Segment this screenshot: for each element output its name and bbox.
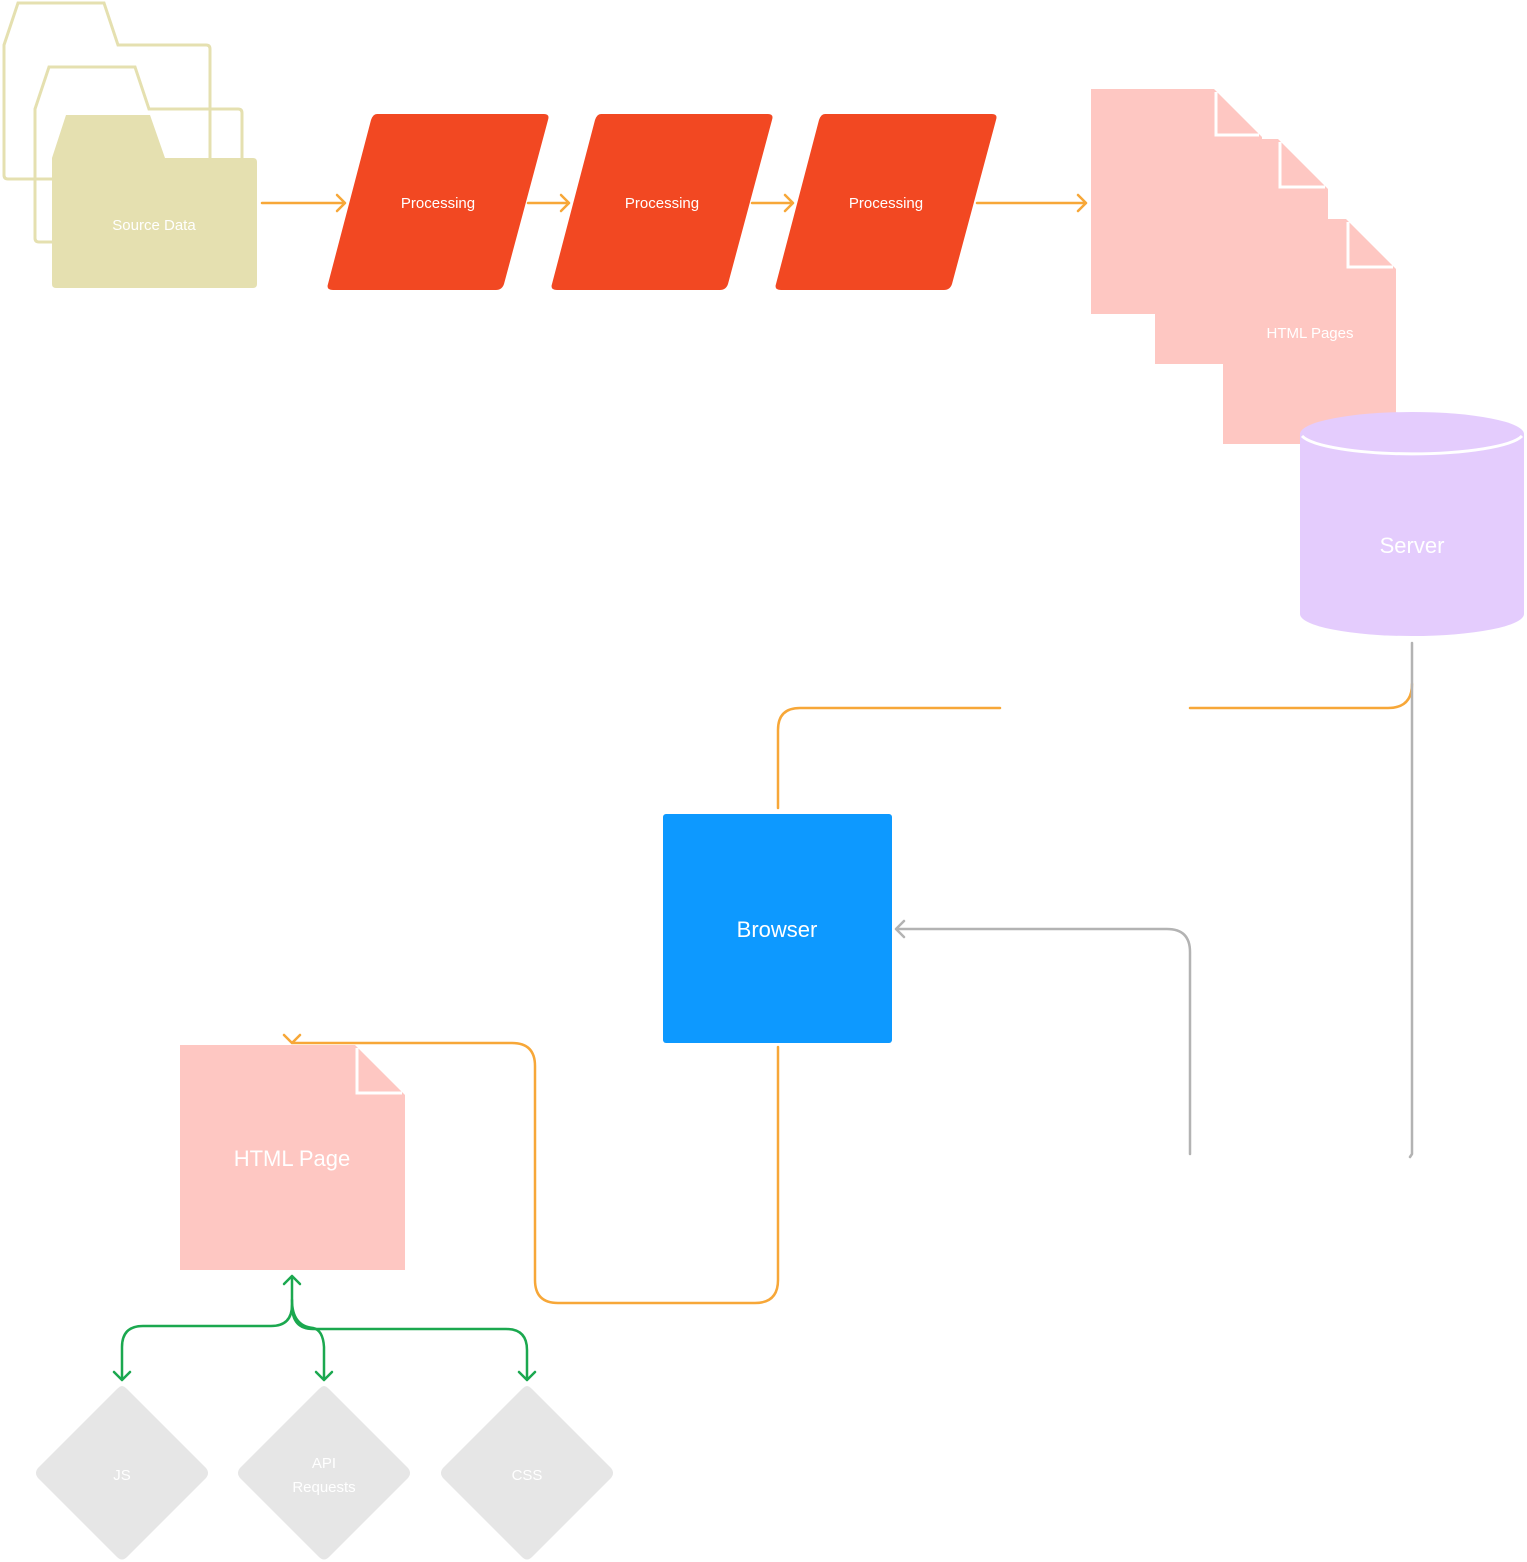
api-requests-label-line2: Requests <box>292 1479 355 1496</box>
connector-browser-to-html-page <box>282 1033 780 1305</box>
parallelogram-shape <box>551 114 773 290</box>
parallelogram-shape <box>327 114 549 290</box>
processing-label-1: Processing <box>401 195 475 212</box>
connector-html-page-to-css <box>290 1303 537 1382</box>
parallelogram-shape <box>775 114 997 290</box>
processing-label-2: Processing <box>625 195 699 212</box>
processing-node-1[interactable]: Processing <box>327 114 549 290</box>
connector-server-to-browser-left <box>776 706 1002 810</box>
connector-return-to-browser <box>894 919 1192 1156</box>
document-icon <box>180 1045 405 1270</box>
processing-node-2[interactable]: Processing <box>551 114 773 290</box>
css-node[interactable]: CSS <box>441 1386 613 1560</box>
connector-html-page-to-api <box>290 1298 334 1382</box>
connector-server-vertical <box>1408 641 1414 1159</box>
cylinder-top-rim <box>1300 434 1524 456</box>
processing-node-3[interactable]: Processing <box>775 114 997 290</box>
api-requests-label-line1: API <box>312 1455 336 1472</box>
document-stack-icon <box>1223 219 1396 444</box>
connector-processing-2-to-3 <box>750 193 795 213</box>
diamond-shape <box>441 1386 613 1560</box>
server-node[interactable]: Server <box>1300 412 1524 636</box>
html-pages-label: HTML Pages <box>1267 325 1354 342</box>
browser-node[interactable]: Browser <box>663 814 892 1043</box>
html-page-label: HTML Page <box>234 1146 351 1171</box>
connector-html-page-up-arrow <box>282 1274 302 1286</box>
browser-label: Browser <box>737 917 818 942</box>
html-pages-node[interactable]: HTML Pages <box>1091 89 1396 444</box>
folder-stack-icon <box>52 115 257 288</box>
html-page-node[interactable]: HTML Page <box>180 1045 405 1270</box>
document-middle-fold <box>1278 142 1325 189</box>
document-front-fold <box>1346 222 1393 269</box>
server-label: Server <box>1380 533 1445 558</box>
source-data-node[interactable]: Source Data <box>2 1 257 288</box>
document-back-fold <box>1214 92 1259 137</box>
api-requests-node[interactable]: API Requests <box>238 1386 410 1560</box>
diamond-shape <box>238 1386 410 1560</box>
document-fold <box>355 1048 402 1095</box>
connector-server-to-browser-right <box>1188 682 1414 710</box>
js-label: JS <box>113 1467 131 1484</box>
pipeline-connectors <box>112 193 1414 1382</box>
connector-source-to-processing <box>260 193 347 213</box>
processing-label-3: Processing <box>849 195 923 212</box>
diamond-shape <box>36 1386 208 1560</box>
connector-processing-to-pages <box>975 193 1088 213</box>
connector-html-page-to-js <box>112 1275 294 1382</box>
connector-processing-1-to-2 <box>526 193 571 213</box>
source-data-label: Source Data <box>112 217 196 234</box>
css-label: CSS <box>512 1467 543 1484</box>
js-node[interactable]: JS <box>36 1386 208 1560</box>
square-shape <box>663 814 892 1043</box>
database-cylinder-icon <box>1300 412 1524 636</box>
